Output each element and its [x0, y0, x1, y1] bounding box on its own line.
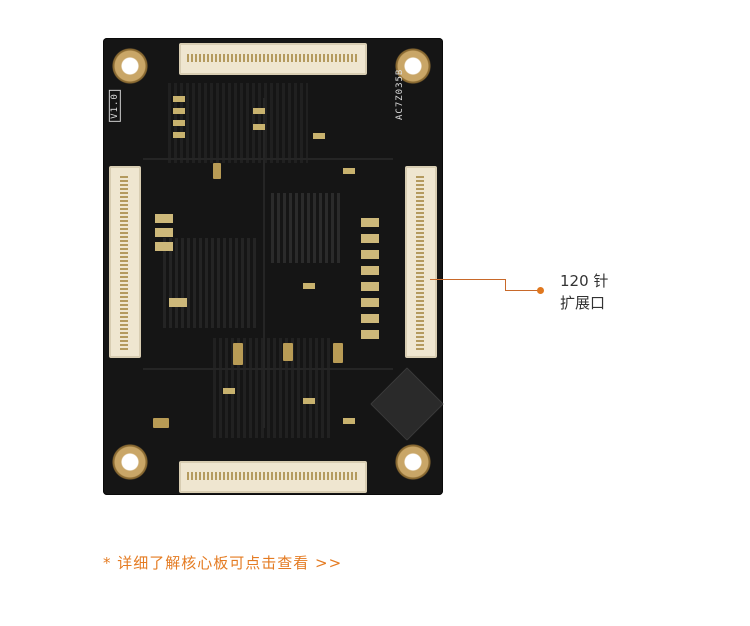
- callout-dot: [537, 287, 544, 294]
- callout-line: [505, 279, 506, 290]
- capacitor: [361, 250, 379, 259]
- capacitor: [155, 214, 173, 223]
- component: [233, 343, 243, 365]
- component: [333, 343, 343, 363]
- fpga-footprint: [271, 193, 341, 263]
- capacitor: [253, 124, 265, 130]
- core-board-image: V1.0 AC7Z035B: [103, 38, 444, 495]
- capacitor: [173, 96, 185, 102]
- capacitor: [173, 120, 185, 126]
- callout-line: [430, 279, 506, 280]
- pad-field-left: [163, 238, 258, 328]
- callout-line-2: 扩展口: [560, 294, 606, 312]
- version-silkscreen: V1.0: [108, 90, 121, 122]
- callout-line: [505, 290, 539, 291]
- connector-right: [405, 166, 437, 358]
- capacitor: [343, 418, 355, 424]
- connector-left: [109, 166, 141, 358]
- capacitor: [155, 242, 173, 251]
- capacitor: [173, 132, 185, 138]
- capacitor: [361, 234, 379, 243]
- capacitor: [361, 266, 379, 275]
- pad-field-top: [168, 83, 308, 163]
- capacitor: [303, 398, 315, 404]
- mounting-hole-bottom-left: [111, 443, 149, 481]
- trace: [143, 158, 393, 160]
- component: [213, 163, 221, 179]
- callout-label: 120 针 扩展口: [560, 270, 608, 314]
- capacitor: [303, 283, 315, 289]
- mounting-hole-bottom-right: [394, 443, 432, 481]
- callout-line-1: 120 针: [560, 272, 609, 290]
- trace: [143, 368, 393, 370]
- capacitor: [169, 298, 187, 307]
- capacitor: [313, 133, 325, 139]
- model-silkscreen: AC7Z035B: [395, 68, 405, 120]
- capacitor: [343, 168, 355, 174]
- connector-bottom: [179, 461, 367, 493]
- capacitor: [361, 330, 379, 339]
- capacitor: [361, 282, 379, 291]
- component: [283, 343, 293, 361]
- connector-top: [179, 43, 367, 75]
- ic-chip: [370, 367, 444, 441]
- capacitor: [361, 218, 379, 227]
- details-link[interactable]: * 详细了解核心板可点击查看 >>: [103, 554, 343, 572]
- capacitor: [155, 228, 173, 237]
- mounting-hole-top-left: [111, 47, 149, 85]
- capacitor: [361, 314, 379, 323]
- capacitor: [361, 298, 379, 307]
- capacitor: [173, 108, 185, 114]
- capacitor: [253, 108, 265, 114]
- component: [153, 418, 169, 428]
- mounting-hole-top-right: [394, 47, 432, 85]
- capacitor: [223, 388, 235, 394]
- trace: [263, 98, 265, 428]
